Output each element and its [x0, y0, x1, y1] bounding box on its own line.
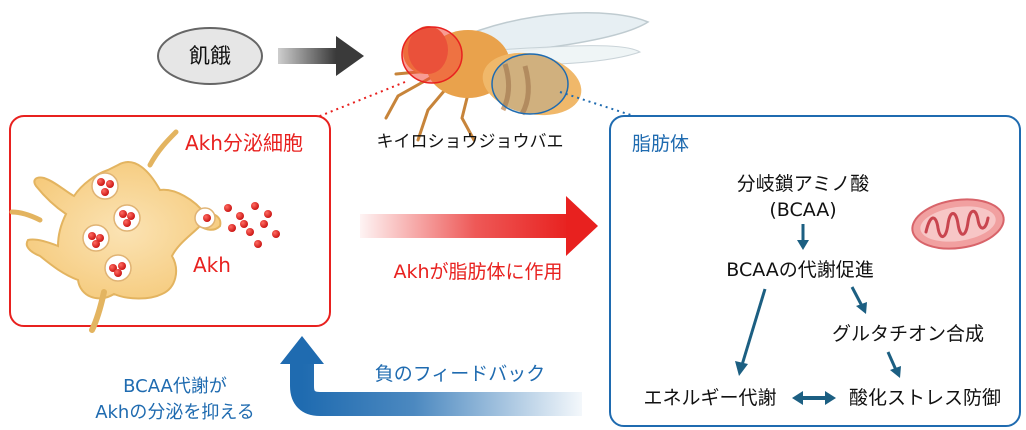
mitochondrion-icon	[911, 198, 1005, 250]
secretory-cell-icon	[9, 129, 280, 333]
starvation-node: 飢餓	[157, 27, 263, 85]
starvation-label: 飢餓	[189, 44, 231, 68]
bcaa-abbrev-label: (BCAA)	[769, 199, 836, 221]
akh-action-arrow	[360, 196, 598, 256]
glutathione-label: グルタチオン合成	[832, 323, 984, 345]
fly-label: キイロショウジョウバエ	[377, 132, 564, 152]
fly-image	[384, 12, 650, 142]
starvation-arrow	[278, 36, 364, 76]
feedback-arrow	[280, 336, 582, 416]
feedback-label: 負のフィードバック	[375, 363, 546, 385]
akh-action-label: Akhが脂肪体に作用	[393, 261, 562, 283]
bcaa-metabolism-label: BCAAの代謝促進	[726, 259, 874, 281]
bcaa-label: 分岐鎖アミノ酸	[737, 173, 870, 195]
double-arrow	[792, 391, 836, 405]
feedback-note-line1: BCAA代謝が	[123, 376, 227, 397]
akh-hormone-label: Akh	[193, 253, 231, 277]
energy-metabolism-label: エネルギー代謝	[643, 387, 776, 409]
feedback-note-line2: Akhの分泌を抑える	[95, 402, 255, 423]
oxidative-defense-label: 酸化ストレス防御	[849, 387, 1001, 409]
fat-body-title: 脂肪体	[632, 133, 689, 155]
akh-cell-title: Akh分泌細胞	[185, 131, 303, 155]
fat-body-panel: 脂肪体 分岐鎖アミノ酸 (BCAA) BCAAの代謝促進 グルタチオン合成 エネ…	[609, 115, 1021, 427]
akh-cell-panel: Akh分泌細胞	[9, 115, 331, 333]
blue-dotted-connector	[559, 91, 641, 119]
red-dotted-connector	[314, 81, 406, 119]
